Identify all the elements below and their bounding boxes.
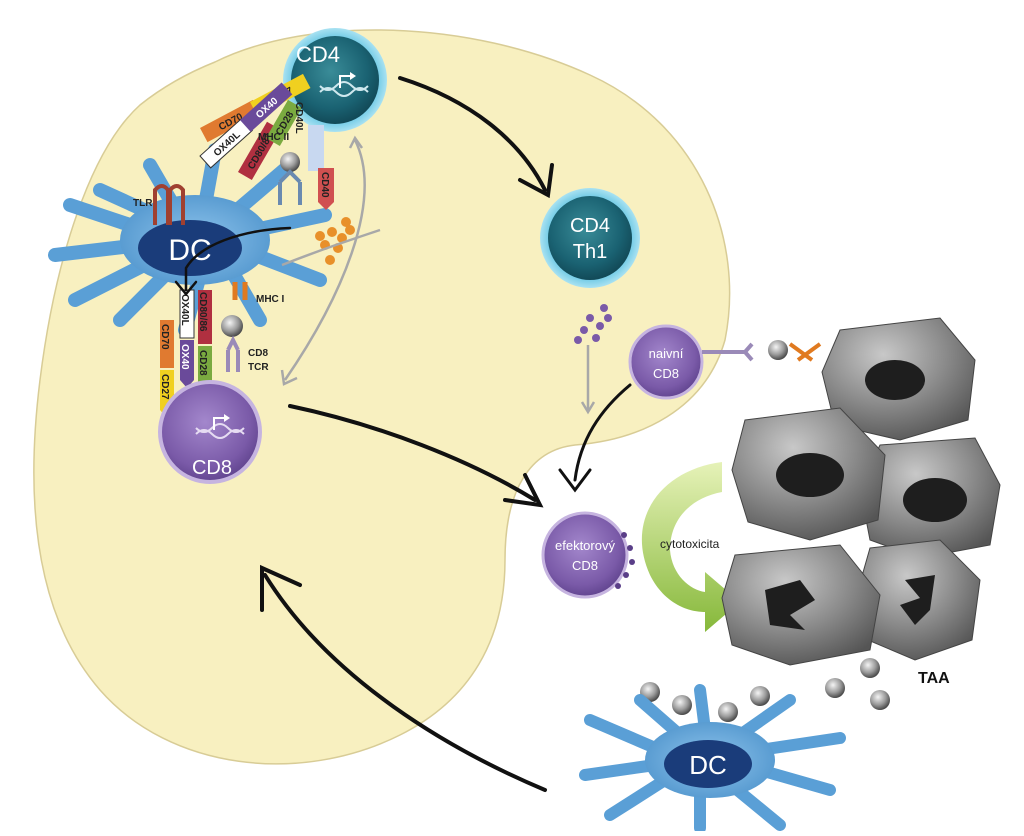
cd8-tcr-label-line2: TCR [248,362,269,373]
dna-icon-cd8 [195,423,245,439]
arrow-dc-to-node [263,573,547,792]
flow-arrows [174,76,632,792]
mhc1-label: MHC I [256,294,285,305]
gene-arrow-icon [339,75,354,88]
costim-upper-cd40: CD40 [319,172,330,198]
costim-lower-cd27: CD27 [159,374,170,400]
cd8-tcr-label-line1: CD8 [248,348,268,359]
gray-arrows [280,135,596,415]
mhc2-label: MHC II [258,132,289,143]
costim-upper-group: CD70 CD27 OX40L OX40 CD80/86 CD28 CD40L [199,73,334,210]
mhc2-receptor [278,152,302,205]
dna-icon [319,81,369,97]
tumor-cells [721,317,1001,666]
tlr-label: TLR [133,198,153,209]
arrow-cd8-to-effector [288,404,537,502]
effector-cd8-label-line1: efektorový [555,538,615,553]
arrow-cd4-to-th1 [398,76,547,192]
taa-label: TAA [918,670,950,687]
effector-cd8-cell: efektorový CD8 [541,511,635,599]
costim-lower-cd70: CD70 [159,324,170,350]
naive-cd8-cell: naivní CD8 [628,324,822,400]
cd4-top-label: CD4 [296,42,340,67]
dc-bottom-nucleus [664,740,752,788]
costim-upper-cd40l: CD40L [293,102,304,134]
cytokine-cluster [574,304,612,344]
dc-top-nucleus [138,220,242,276]
cd8-cell-primed: CD8 [158,380,262,484]
cd4-th1-label-line2: Th1 [573,241,607,263]
cd4-th1-cell: CD4 Th1 [540,188,640,288]
cytotoxicity-label: cytotoxicita [660,537,720,551]
costim-lower-ox40: OX40 [179,344,190,370]
antigen-cluster [315,217,355,265]
cd8-primed-label: CD8 [192,457,232,479]
lymph-node-region [33,29,731,765]
tlr-receptor [153,184,185,225]
naive-cd8-label-line2: CD8 [653,366,679,381]
dendritic-cell-bottom: DC [579,684,846,834]
cytotoxicity-arrow [641,462,740,632]
dc-bottom-label: DC [689,750,727,780]
mhc1-receptor [221,282,248,372]
costim-lower-cd80-86: CD80/86 [197,292,208,332]
costim-lower-ox40l: OX40L [179,294,190,326]
effector-cd8-label-line2: CD8 [572,558,598,573]
arrow-naive-to-effector [573,383,632,482]
cd4-cell-top: CD4 [283,28,387,132]
costim-lower-cd28: CD28 [197,350,208,376]
cd4-th1-label-line1: CD4 [570,215,610,237]
naive-cd8-label-line1: naivní [649,346,684,361]
